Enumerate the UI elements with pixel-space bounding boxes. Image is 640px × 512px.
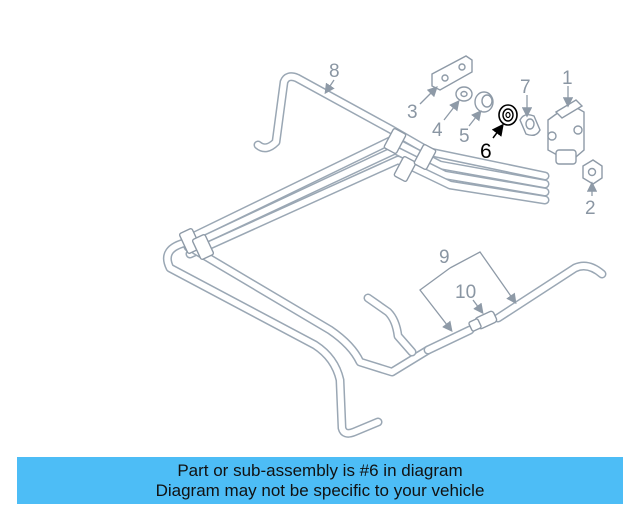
callout-9: 9: [439, 247, 450, 268]
callout-labels: 1 2 3 4 5 6 7 8 9 10: [329, 61, 596, 303]
banner-disclaimer: Diagram may not be specific to your vehi…: [155, 480, 485, 500]
banner-part-notice: Part or sub-assembly is #6 in diagram: [177, 460, 463, 480]
callout-4: 4: [432, 120, 443, 141]
part-3-bracket: [431, 55, 473, 91]
callout-8: 8: [329, 61, 340, 82]
part-2-nut: [582, 159, 603, 185]
part-5-bushing: [474, 91, 494, 113]
part-10-fitting: [468, 310, 498, 332]
part-7-cap: [519, 113, 541, 137]
part-6-seal-ring: [498, 104, 518, 126]
callout-1: 1: [562, 68, 573, 89]
callout-7: 7: [520, 77, 531, 98]
part-1-valve-body: [547, 99, 585, 165]
part-4-washer: [455, 86, 473, 102]
callout-10: 10: [455, 282, 476, 303]
callout-6: 6: [480, 140, 492, 163]
parts-diagram: 1 2 3 4 5 6 7 8 9 10: [162, 55, 607, 438]
info-banner: Part or sub-assembly is #6 in diagram Di…: [17, 457, 623, 504]
leader-lines: [324, 79, 598, 333]
callout-2: 2: [585, 198, 596, 219]
hydraulic-line-assembly: [162, 72, 607, 438]
callout-3: 3: [407, 102, 418, 123]
callout-5: 5: [459, 126, 470, 147]
